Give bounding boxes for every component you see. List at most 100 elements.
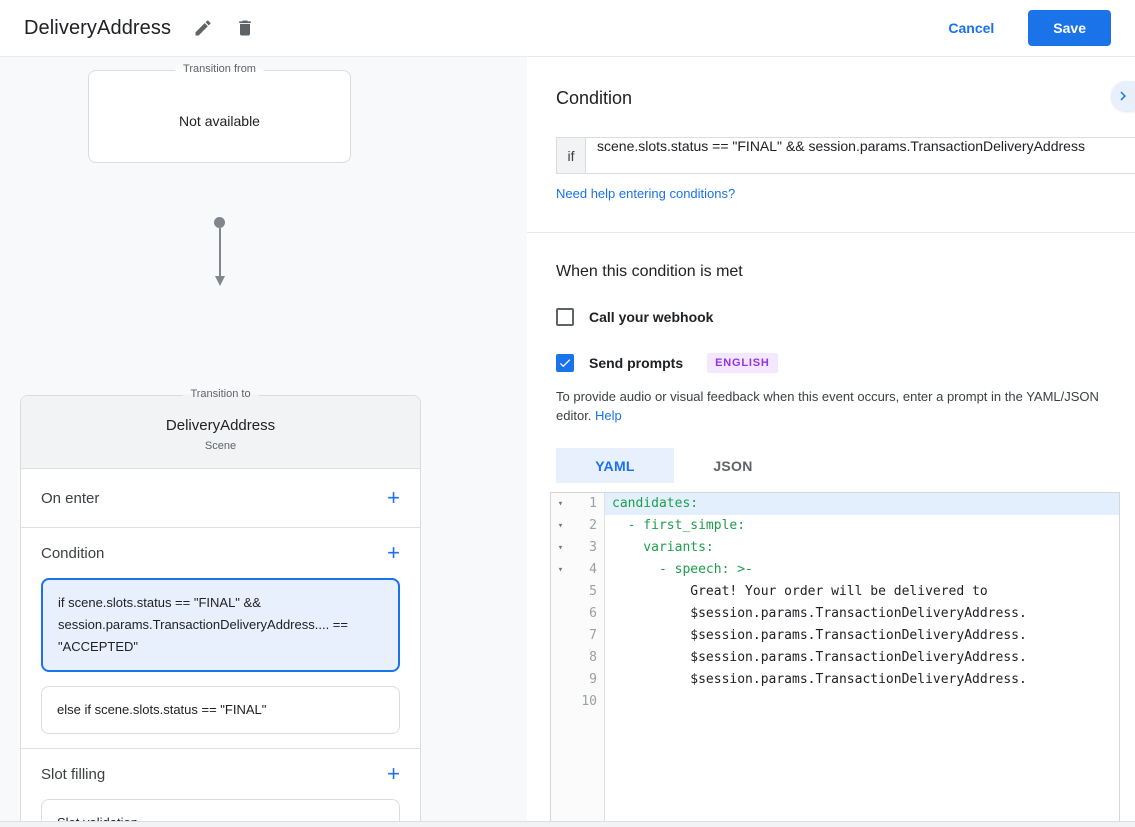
code-line[interactable]: ▾3 variants:	[551, 537, 1119, 559]
slot-filling-label: Slot filling	[41, 765, 106, 783]
code-text: $session.params.TransactionDeliveryAddre…	[612, 672, 1027, 687]
language-badge: ENGLISH	[707, 353, 778, 373]
webhook-row: Call your webhook	[556, 308, 1135, 326]
checkmark-icon	[559, 359, 571, 368]
fold-caret-icon[interactable]: ▾	[551, 515, 570, 537]
delete-icon[interactable]	[235, 18, 255, 38]
section-on-enter[interactable]: On enter +	[21, 469, 420, 527]
code-text: - first_simple:	[612, 518, 746, 533]
line-number: 5	[570, 581, 605, 603]
fold-caret-icon[interactable]: ▾	[551, 537, 570, 559]
scene-type: Scene	[204, 440, 237, 452]
transition-to-card: Transition to DeliveryAddress Scene On e…	[20, 388, 421, 827]
code-line[interactable]: ▾2 - first_simple:	[551, 515, 1119, 537]
code-line[interactable]: 9 $session.params.TransactionDeliveryAdd…	[551, 669, 1119, 691]
code-text: - speech: >-	[612, 562, 753, 577]
section-slot-filling[interactable]: Slot filling +	[21, 749, 420, 799]
condition-cards: if scene.slots.status == "FINAL" && sess…	[21, 578, 420, 734]
send-prompts-checkbox[interactable]	[556, 354, 574, 372]
fold-gutter	[551, 581, 570, 603]
editor-tabs: YAML JSON	[556, 448, 1135, 483]
divider	[527, 232, 1135, 233]
transition-from-label: Transition from	[175, 63, 264, 75]
code-text	[605, 691, 1119, 713]
transition-from-box: Transition from Not available	[88, 63, 351, 163]
connector-arrowhead-icon	[214, 276, 225, 286]
conditions-help-link[interactable]: Need help entering conditions?	[556, 186, 736, 201]
fold-gutter	[551, 603, 570, 625]
editor-filler	[551, 713, 1119, 827]
when-condition-met-title: When this condition is met	[556, 263, 743, 280]
fold-gutter	[551, 713, 570, 827]
divider	[21, 748, 420, 749]
add-on-enter-icon[interactable]: +	[387, 485, 400, 510]
transition-connector	[214, 217, 225, 286]
condition-expression-input[interactable]: scene.slots.status == "FINAL" && session…	[586, 137, 1135, 174]
add-condition-icon[interactable]: +	[387, 540, 400, 565]
condition-expression-row: if scene.slots.status == "FINAL" && sess…	[556, 137, 1135, 174]
code-text: variants:	[612, 540, 714, 555]
code-text: $session.params.TransactionDeliveryAddre…	[612, 606, 1027, 621]
fold-caret-icon[interactable]: ▾	[551, 493, 570, 515]
line-number: 2	[570, 515, 605, 537]
line-number: 10	[570, 691, 605, 713]
call-webhook-checkbox[interactable]	[556, 308, 574, 326]
prompt-description-text: To provide audio or visual feedback when…	[556, 389, 1099, 423]
scene-name: DeliveryAddress	[165, 417, 276, 434]
divider	[21, 527, 420, 528]
prompt-description: To provide audio or visual feedback when…	[556, 387, 1113, 425]
edit-icon[interactable]	[193, 18, 213, 38]
condition-card[interactable]: else if scene.slots.status == "FINAL"	[41, 686, 400, 734]
line-number: 6	[570, 603, 605, 625]
tab-json[interactable]: JSON	[713, 457, 753, 474]
tab-yaml[interactable]: YAML	[556, 448, 674, 483]
section-condition[interactable]: Condition +	[21, 528, 420, 578]
line-number: 3	[570, 537, 605, 559]
code-line[interactable]: 7 $session.params.TransactionDeliveryAdd…	[551, 625, 1119, 647]
panel-title: Condition	[556, 88, 633, 108]
if-prefix: if	[556, 137, 586, 174]
save-button[interactable]: Save	[1028, 10, 1111, 46]
transition-to-label: Transition to	[182, 388, 259, 400]
condition-label: Condition	[41, 544, 105, 562]
add-slot-icon[interactable]: +	[387, 761, 400, 786]
fold-caret-icon[interactable]: ▾	[551, 559, 570, 581]
fold-gutter	[551, 647, 570, 669]
line-number: 4	[570, 559, 605, 581]
code-line[interactable]: 6 $session.params.TransactionDeliveryAdd…	[551, 603, 1119, 625]
connector-line	[218, 228, 221, 276]
help-link[interactable]: Help	[595, 408, 622, 423]
code-area[interactable]	[605, 713, 1119, 827]
horizontal-scrollbar[interactable]	[0, 821, 1135, 827]
condition-editor-panel: Condition if scene.slots.status == "FINA…	[527, 57, 1135, 827]
main-area: Transition from Not available Transition…	[0, 57, 1135, 827]
line-number: 1	[570, 493, 605, 515]
code-line[interactable]: 10	[551, 691, 1119, 713]
scene-canvas: Transition from Not available Transition…	[0, 57, 527, 827]
fold-gutter	[551, 625, 570, 647]
condition-card[interactable]: if scene.slots.status == "FINAL" && sess…	[41, 578, 400, 672]
code-text: $session.params.TransactionDeliveryAddre…	[612, 650, 1027, 665]
line-number-gutter	[570, 713, 605, 827]
line-number: 9	[570, 669, 605, 691]
code-text: Great! Your order will be delivered to	[612, 584, 988, 599]
code-text: $session.params.TransactionDeliveryAddre…	[612, 628, 1027, 643]
code-text: candidates:	[605, 493, 1119, 515]
cancel-button[interactable]: Cancel	[948, 20, 995, 36]
on-enter-label: On enter	[41, 489, 100, 507]
top-bar: DeliveryAddress Cancel Save	[0, 0, 1135, 57]
collapse-panel-button[interactable]	[1111, 81, 1135, 111]
chevron-right-icon	[1120, 91, 1126, 101]
connector-dot	[214, 217, 225, 228]
page-title: DeliveryAddress	[24, 16, 172, 39]
code-line[interactable]: 5 Great! Your order will be delivered to	[551, 581, 1119, 603]
send-prompts-row: Send prompts ENGLISH	[556, 353, 1135, 373]
scene-header[interactable]: DeliveryAddress Scene	[21, 396, 420, 469]
call-webhook-label: Call your webhook	[589, 309, 714, 325]
code-line[interactable]: ▾4 - speech: >-	[551, 559, 1119, 581]
line-number: 7	[570, 625, 605, 647]
code-line[interactable]: 8 $session.params.TransactionDeliveryAdd…	[551, 647, 1119, 669]
fold-gutter	[551, 669, 570, 691]
